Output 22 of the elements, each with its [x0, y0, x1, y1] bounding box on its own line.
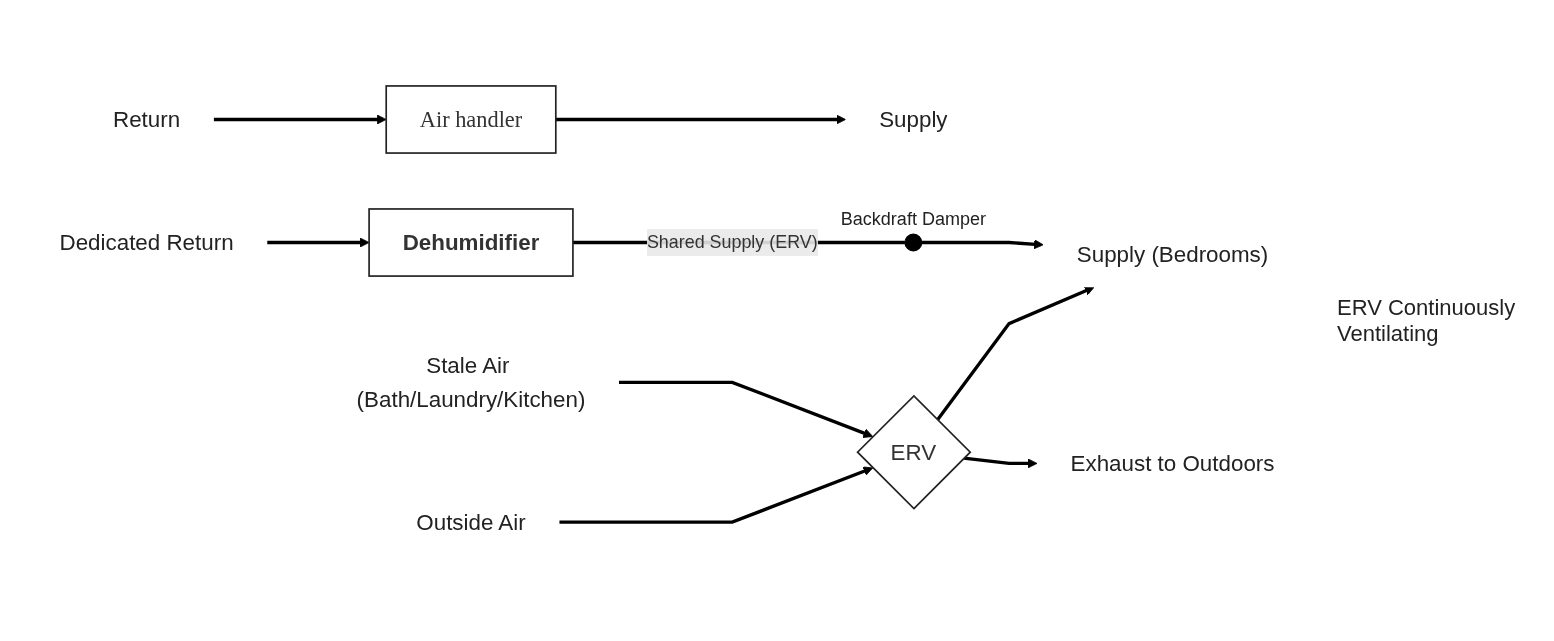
node-text: Exhaust to Outdoors: [1070, 450, 1275, 476]
arrow: [921, 239, 1044, 249]
node-text: Dedicated Return: [59, 229, 234, 255]
node-text: Supply: [879, 106, 948, 132]
arrow: [213, 114, 387, 125]
node-text: Outside Air: [416, 509, 526, 535]
node-circle: [904, 233, 923, 252]
edge-label: Shared Supply (ERV): [646, 232, 818, 252]
arrow: [559, 466, 874, 524]
node-box: Air handler: [385, 84, 557, 154]
arrow: [963, 456, 1038, 468]
node-text: Supply (Bedrooms): [1076, 241, 1269, 266]
note: ERV Continuously Ventilating: [1337, 294, 1517, 347]
node-diamond: ERV: [856, 394, 972, 510]
node-caption: Backdraft Damper: [840, 208, 986, 230]
arrow: [555, 114, 847, 125]
node-box: Dehumidifier: [368, 207, 574, 277]
arrow: [267, 237, 370, 248]
arrow: [618, 380, 874, 438]
node-text: Stale Air (Bath/Laundry/Kitchen): [356, 352, 586, 412]
arrow: [936, 285, 1095, 421]
node-text: Return: [112, 106, 181, 132]
